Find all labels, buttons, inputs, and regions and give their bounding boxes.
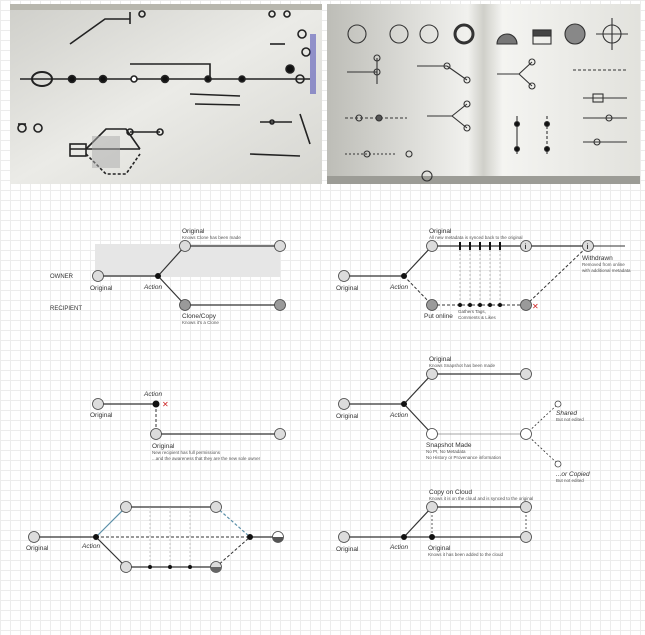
whiteboard-photo xyxy=(10,4,322,184)
copy-cloud-label: Copy on Cloud xyxy=(429,489,472,496)
node-online-end xyxy=(520,299,532,311)
original-bottom-label: Original xyxy=(152,443,175,450)
original-top-note: Knows Clone has been made xyxy=(182,235,241,240)
node-original-top-right xyxy=(520,368,532,380)
node-merge xyxy=(247,534,253,540)
node-original-mid xyxy=(429,534,435,540)
snapshot-label: Snapshot Made xyxy=(426,442,472,449)
snapshot-note-2: No History or Provenance information xyxy=(426,455,502,460)
original-left-label: Original xyxy=(90,285,113,292)
node-snapshot-right xyxy=(520,428,532,440)
transfer-note-1: New recipient has full permissions xyxy=(152,450,221,455)
action-label: Action xyxy=(143,284,162,291)
node-clone-right xyxy=(274,299,286,311)
original-top-label: Original xyxy=(429,228,452,235)
gathers-label-2: Comments & Likes xyxy=(458,315,497,320)
close-icon: ✕ xyxy=(162,400,169,409)
action-label: Action xyxy=(81,543,100,550)
snapshot-note-1: No PI, No Metadata xyxy=(426,449,466,454)
diagram-merge: Original Action xyxy=(20,492,300,582)
copied-label: ...or Copied xyxy=(556,471,590,478)
diagram-put-online: i i ✕ Original All new metadata is synce… xyxy=(330,222,631,332)
shared-label: Shared xyxy=(556,410,577,417)
original-top-label: Original xyxy=(182,228,205,235)
node-snapshot-left xyxy=(426,428,438,440)
action-label: Action xyxy=(389,544,408,551)
node-original-left xyxy=(338,270,350,282)
info-icon: i xyxy=(525,244,527,251)
node-original-top xyxy=(426,240,438,252)
node-action xyxy=(401,401,407,407)
node-original-right xyxy=(520,531,532,543)
gathers-label-1: Gathers Tags, xyxy=(458,309,486,314)
node-cloud-left xyxy=(426,501,438,513)
node-action xyxy=(152,400,160,408)
clone-note: Knows it's a Clone xyxy=(182,320,219,325)
notebook-photo xyxy=(327,4,640,184)
node-original-top-right xyxy=(274,240,286,252)
node-original-left xyxy=(92,398,104,410)
copied-note: But not edited xyxy=(556,478,584,483)
node-copied xyxy=(554,460,562,468)
node-original xyxy=(28,531,40,543)
withdrawn-note-1: Removed from online xyxy=(582,262,625,267)
node-original-left xyxy=(338,398,350,410)
close-icon: ✕ xyxy=(532,302,539,311)
copy-cloud-note: Knows it is on the cloud and is synced t… xyxy=(429,496,533,501)
original-left-label: Original xyxy=(336,285,359,292)
node-cloud-right xyxy=(520,501,532,513)
clone-label: Clone/Copy xyxy=(182,313,217,320)
node-top-left xyxy=(120,501,132,513)
info-node-withdrawn xyxy=(582,240,594,252)
shared-note: But not edited xyxy=(556,417,584,422)
node-original-bottom-left xyxy=(150,428,162,440)
node-original-left xyxy=(338,531,350,543)
node-action xyxy=(93,534,99,540)
original-top-label: Original xyxy=(429,356,452,363)
info-node-top xyxy=(520,240,532,252)
original-left-label: Original xyxy=(90,412,113,419)
action-label: Action xyxy=(389,412,408,419)
info-icon: i xyxy=(587,244,589,251)
transfer-note-2: ...and the awareness that they are the n… xyxy=(152,456,261,461)
action-label: Action xyxy=(143,391,162,398)
node-action xyxy=(401,273,407,279)
node-top-right xyxy=(210,501,222,513)
diagram-transfer: ✕ Action Original Original New recipient… xyxy=(80,382,300,472)
action-label: Action xyxy=(389,284,408,291)
original-left-label: Original xyxy=(336,546,359,553)
node-original-top-left xyxy=(179,240,191,252)
node-original-top-left xyxy=(426,368,438,380)
withdrawn-label: Withdrawn xyxy=(582,255,613,262)
node-shared xyxy=(554,400,562,408)
original-left-label: Original xyxy=(336,413,359,420)
diagram-clone: Original Knows Clone has been made OWNER… xyxy=(40,222,300,332)
owner-label: OWNER xyxy=(50,274,74,280)
withdrawn-note-2: with additional metadata xyxy=(582,268,631,273)
node-clone-left xyxy=(179,299,191,311)
original-top-note: Knows Snapshot has been made xyxy=(429,363,496,368)
original-bottom-note: Knows it has been added to the cloud xyxy=(428,552,504,557)
original-label: Original xyxy=(26,545,49,552)
recipient-label: RECIPIENT xyxy=(50,306,82,312)
node-original-bottom-right xyxy=(274,428,286,440)
original-top-note: All new metadata is synced back to the o… xyxy=(429,235,523,240)
node-original-left xyxy=(92,270,104,282)
diagram-snapshot: Original Knows Snapshot has been made Or… xyxy=(330,352,630,492)
node-bottom-left xyxy=(120,561,132,573)
diagram-cloud: Copy on Cloud Knows it is on the cloud a… xyxy=(330,482,630,582)
node-put-online xyxy=(426,299,438,311)
node-action xyxy=(401,534,407,540)
node-action xyxy=(155,273,161,279)
put-online-label: Put online xyxy=(424,313,453,320)
original-bottom-label: Original xyxy=(428,545,451,552)
